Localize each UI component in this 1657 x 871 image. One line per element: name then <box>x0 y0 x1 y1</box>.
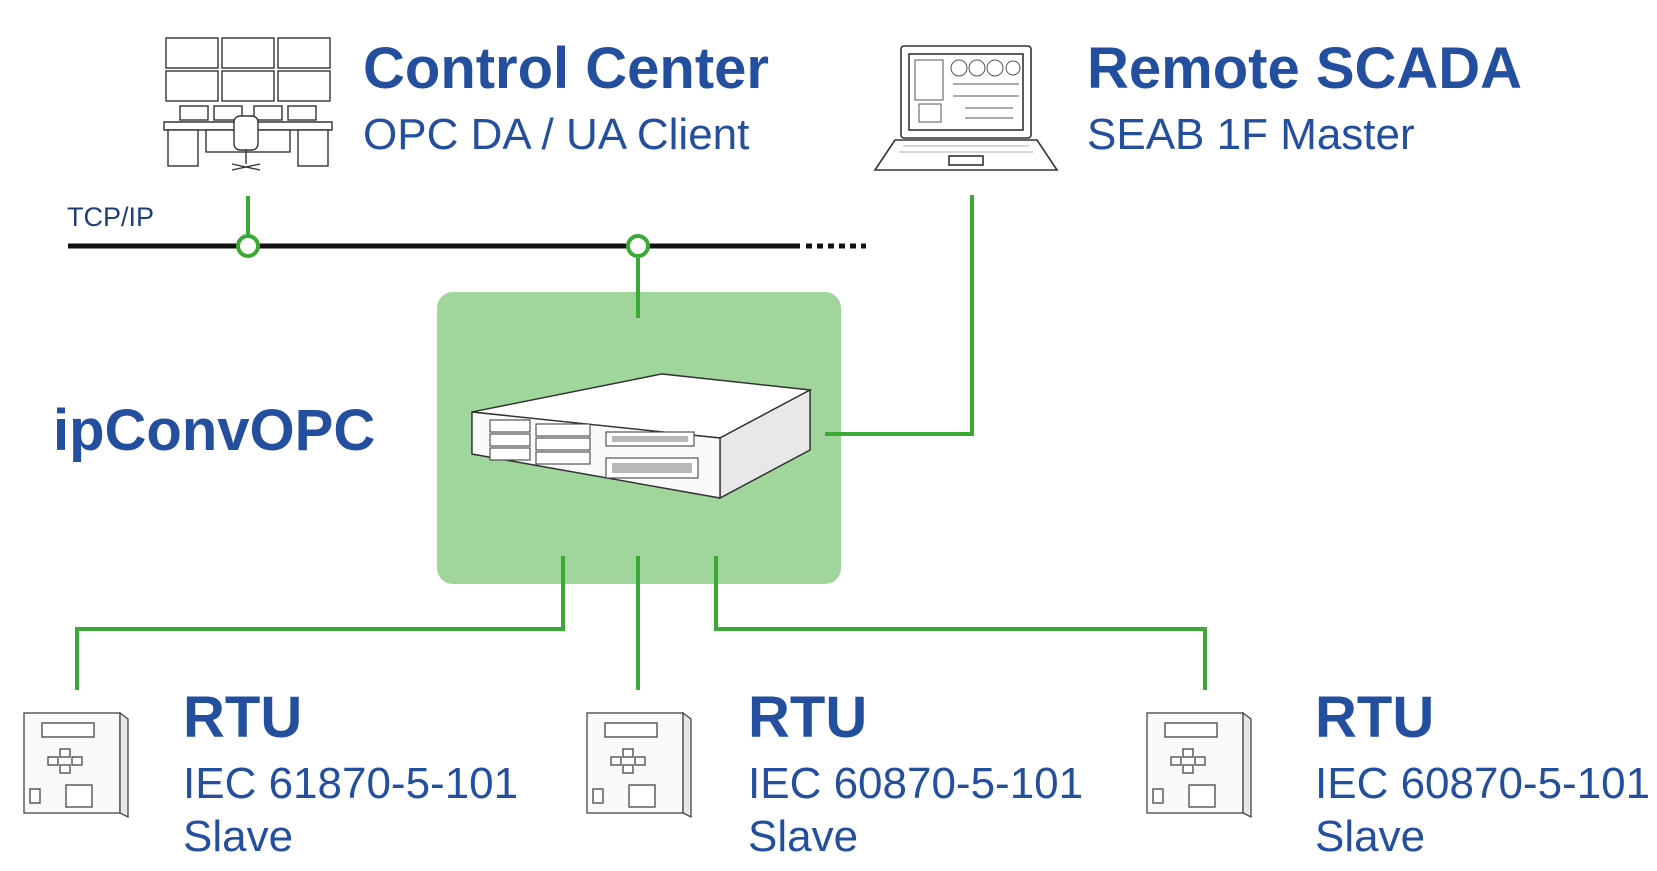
rtu-2-protocol: IEC 60870-5-101 <box>748 759 1084 808</box>
control-center-bus-node <box>236 234 260 258</box>
rtu-2-role: Slave <box>748 812 859 861</box>
rtu-3-protocol: IEC 60870-5-101 <box>1315 759 1651 808</box>
rtu-device-icon <box>23 711 129 819</box>
gateway-title: ipConvOPC <box>53 398 376 463</box>
rtu-3-title: RTU <box>1315 685 1435 750</box>
rtu-1-link <box>75 556 565 690</box>
gateway-bus-node <box>626 234 650 258</box>
control-center-subtitle: OPC DA / UA Client <box>363 110 750 159</box>
rtu-3-link <box>714 556 1207 690</box>
rtu-3-role: Slave <box>1315 812 1426 861</box>
rtu-2-title: RTU <box>748 685 868 750</box>
remote-scada-subtitle: SEAB 1F Master <box>1087 110 1415 159</box>
rtu-device-icon <box>1146 711 1252 819</box>
remote-scada-link <box>825 195 974 436</box>
control-room-icon <box>163 37 333 171</box>
rack-server-icon <box>471 373 813 500</box>
rtu-device-icon <box>586 711 692 819</box>
remote-scada-title: Remote SCADA <box>1087 36 1523 101</box>
laptop-icon <box>873 45 1059 171</box>
control-center-title: Control Center <box>363 36 769 101</box>
network-label: TCP/IP <box>67 202 155 232</box>
rtu-1-protocol: IEC 61870-5-101 <box>183 759 519 808</box>
rtu-1-title: RTU <box>183 685 303 750</box>
rtu-1-role: Slave <box>183 812 294 861</box>
